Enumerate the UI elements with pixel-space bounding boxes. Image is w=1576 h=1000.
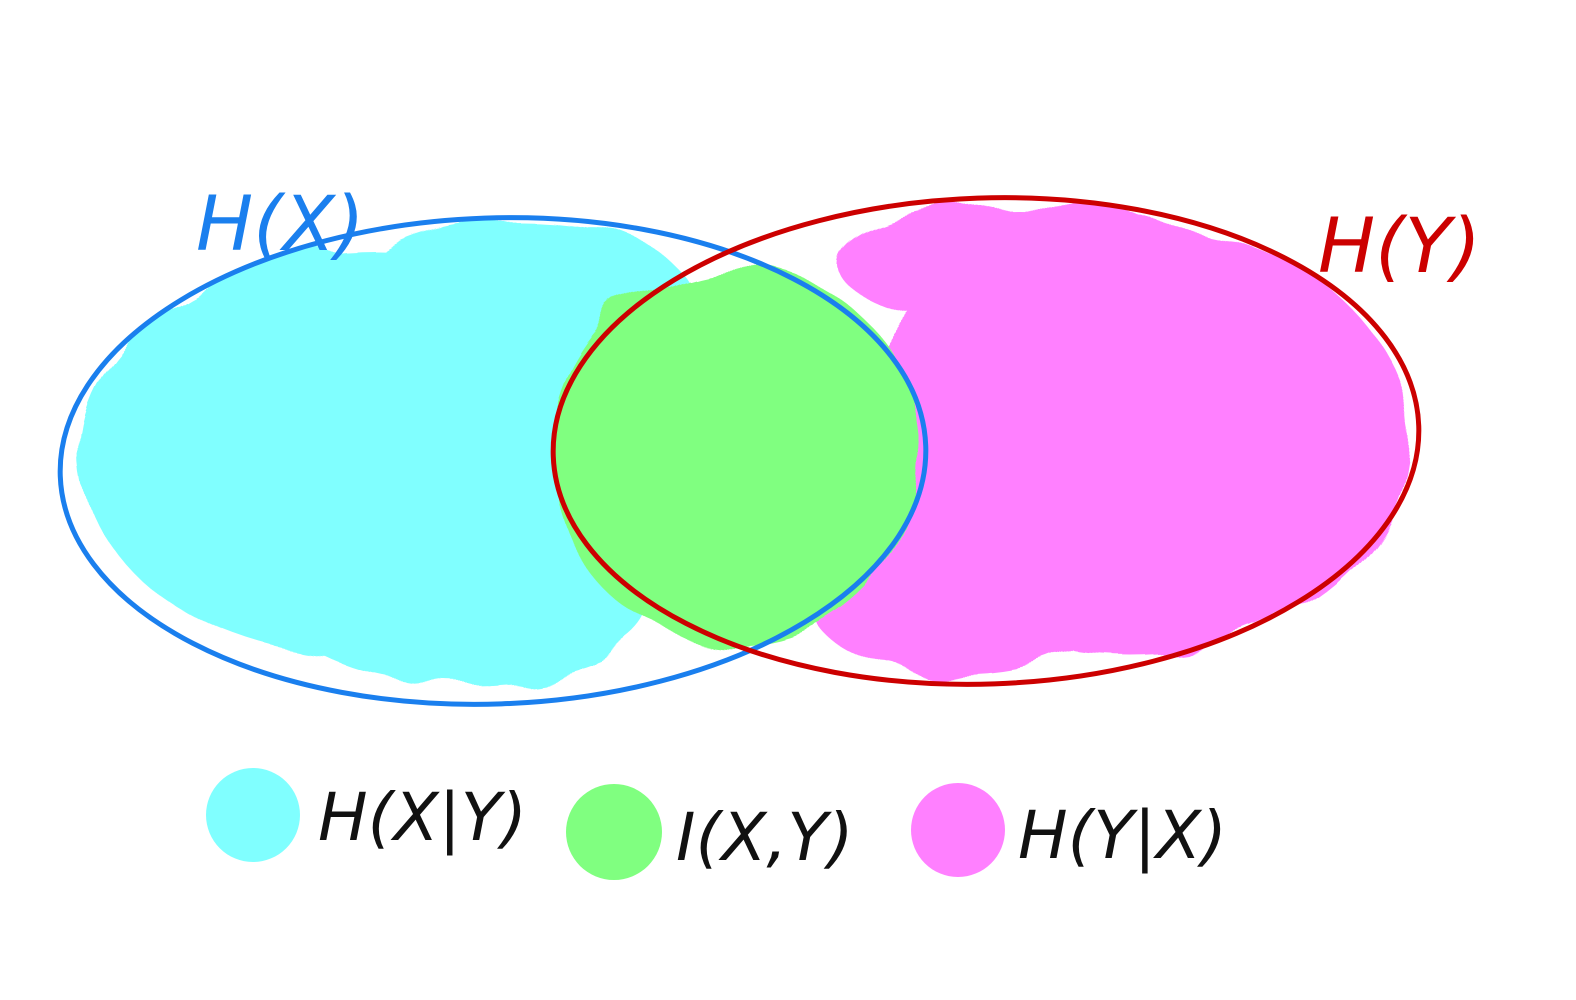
- legend-label: H(Y|X): [1018, 797, 1227, 874]
- set-x-label: H(X): [196, 179, 365, 268]
- region-i-x-y: [550, 265, 920, 645]
- legend-item-h-y-given-x: H(Y|X): [911, 783, 1227, 877]
- set-y-label: H(Y): [1318, 201, 1481, 290]
- legend: H(X|Y) I(X,Y) H(Y|X): [206, 768, 1227, 880]
- legend-label: H(X|Y): [318, 779, 527, 856]
- legend-item-i-x-y: I(X,Y): [566, 784, 853, 880]
- region-h-y-given-x: [815, 202, 1410, 675]
- legend-swatch: [566, 784, 662, 880]
- legend-swatch: [911, 783, 1005, 877]
- legend-label: I(X,Y): [676, 799, 853, 876]
- set-y-outline: [550, 195, 1422, 687]
- set-x-outline: [57, 215, 929, 707]
- legend-item-h-x-given-y: H(X|Y): [206, 768, 527, 862]
- legend-swatch: [206, 768, 300, 862]
